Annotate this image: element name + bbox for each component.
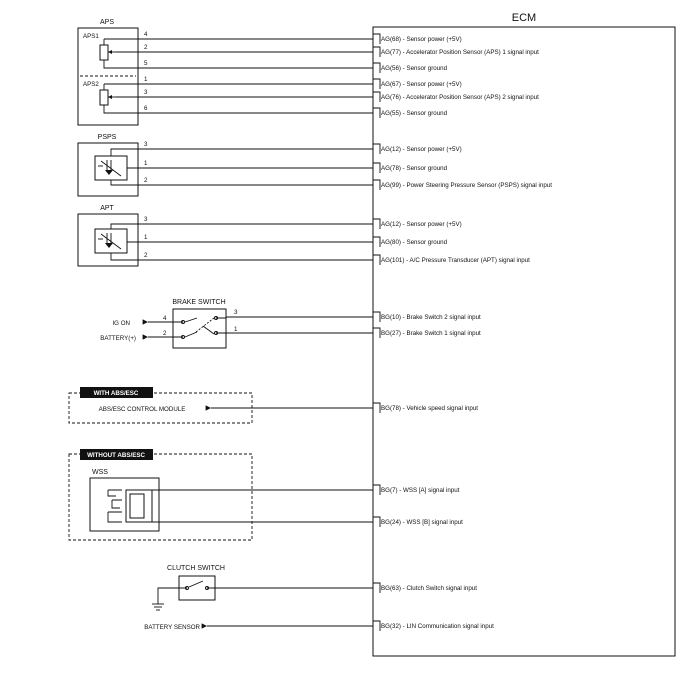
clutch-switch-icon bbox=[185, 580, 209, 590]
battery-sensor-label: BATTERY SENSOR bbox=[144, 624, 200, 631]
aps-pin-2: 2 bbox=[144, 44, 148, 51]
aps-box bbox=[77, 27, 139, 126]
ecm-pin-stub bbox=[373, 516, 381, 527]
aps-pin-1: 4 bbox=[144, 31, 148, 38]
ig-on-label: IG ON bbox=[112, 320, 130, 327]
brake-switch-section: BRAKE SWITCH IG ON BATTERY(+) 4 2 3 1 bbox=[100, 299, 373, 349]
ecm-pin-stub bbox=[373, 91, 381, 102]
ecm-pin-stub bbox=[373, 107, 381, 118]
ecm-pin-stub bbox=[373, 254, 381, 265]
ecm-pin-stub bbox=[373, 327, 381, 338]
wss-sensor-icon bbox=[107, 489, 153, 523]
aps-section: APS APS1 APS2 4 2 5 1 bbox=[77, 19, 373, 126]
aps-title: APS bbox=[100, 19, 114, 26]
ecm-signal-label: BG(24) - WSS [B] signal input bbox=[381, 519, 463, 526]
ecm-pin-stub bbox=[373, 162, 381, 173]
ecm-pin-stub bbox=[373, 33, 381, 44]
aps2-label: APS2 bbox=[83, 81, 99, 88]
psps-section: PSPS 3 1 2 bbox=[77, 134, 373, 197]
ecm-pin-stub bbox=[373, 236, 381, 247]
apt-pin-1: 3 bbox=[144, 216, 148, 223]
with-abs-badge bbox=[80, 387, 153, 398]
brake-right-pin-2: 1 bbox=[234, 326, 238, 333]
pressure-sensor-icon bbox=[94, 155, 128, 181]
apt-pin-3: 2 bbox=[144, 252, 148, 259]
ground-icon bbox=[152, 603, 164, 611]
ecm-signal-label: BG(27) - Brake Switch 1 signal input bbox=[381, 330, 481, 337]
wss-title: WSS bbox=[92, 469, 108, 476]
brake-right-pin-1: 3 bbox=[234, 309, 238, 316]
wss-box bbox=[89, 477, 160, 532]
with-abs-section: WITH ABS/ESC ABS/ESC CONTROL MODULE bbox=[68, 387, 373, 424]
ecm-pin-stub bbox=[373, 62, 381, 73]
ecm-signal-label: BG(10) - Brake Switch 2 signal input bbox=[381, 314, 481, 321]
ecm-signal-label: AG(67) - Sensor power (+5V) bbox=[381, 81, 462, 88]
ecm-box bbox=[372, 26, 676, 657]
ecm-title: ECM bbox=[512, 12, 536, 24]
apt-pin-2: 1 bbox=[144, 234, 148, 241]
apt-title: APT bbox=[100, 205, 114, 212]
abs-module-label: ABS/ESC CONTROL MODULE bbox=[99, 406, 186, 413]
ecm-signal-label: AG(68) - Sensor power (+5V) bbox=[381, 36, 462, 43]
psps-pin-1: 3 bbox=[144, 141, 148, 148]
aps2-potentiometer-icon bbox=[99, 83, 138, 114]
psps-pin-2: 1 bbox=[144, 160, 148, 167]
aps-pin-4: 1 bbox=[144, 76, 148, 83]
without-abs-badge-text: WITHOUT ABS/ESC bbox=[87, 452, 145, 459]
ecm-signal-label: AG(12) - Sensor power (+5V) bbox=[381, 146, 462, 153]
ecm-pin-stub bbox=[373, 143, 381, 154]
ecm-signal-label: AG(80) - Sensor ground bbox=[381, 239, 448, 246]
ecm-pin-stub bbox=[373, 46, 381, 57]
ecm-signal-label: BG(63) - Clutch Switch signal input bbox=[381, 585, 477, 592]
psps-box bbox=[77, 142, 139, 197]
ecm-connector-pins: AG(68) - Sensor power (+5V) AG(77) - Acce… bbox=[373, 33, 552, 631]
ecm-signal-label: BG(78) - Vehicle speed signal input bbox=[381, 405, 478, 412]
ecm-signal-label: AG(56) - Sensor ground bbox=[381, 65, 448, 72]
ecm-signal-label: AG(76) - Accelerator Position Sensor (AP… bbox=[381, 94, 539, 101]
without-abs-section: WITHOUT ABS/ESC WSS bbox=[68, 449, 373, 541]
aps1-potentiometer-icon bbox=[99, 38, 138, 69]
psps-pin-3: 2 bbox=[144, 177, 148, 184]
aps-pin-6: 6 bbox=[144, 105, 148, 112]
ecm-signal-label: AG(12) - Sensor power (+5V) bbox=[381, 221, 462, 228]
ecm-signal-label: AG(101) - A/C Pressure Transducer (APT) … bbox=[381, 257, 530, 264]
aps-pin-5: 3 bbox=[144, 89, 148, 96]
ecm-pin-stub bbox=[373, 179, 381, 190]
ecm-signal-label: AG(77) - Accelerator Position Sensor (AP… bbox=[381, 49, 539, 56]
brake-switch-icon bbox=[181, 316, 218, 339]
ecm-signal-label: BG(32) - LIN Communication signal input bbox=[381, 623, 494, 630]
ecm-pin-stub bbox=[373, 78, 381, 89]
ecm-pin-stub bbox=[373, 311, 381, 322]
brake-left-pin-2: 2 bbox=[163, 330, 167, 337]
with-abs-badge-text: WITH ABS/ESC bbox=[94, 390, 139, 397]
brake-switch-title: BRAKE SWITCH bbox=[172, 299, 225, 306]
battery-plus-label: BATTERY(+) bbox=[100, 335, 136, 342]
aps-pin-3: 5 bbox=[144, 60, 148, 67]
ecm-pin-stub bbox=[373, 402, 381, 413]
ecm-pin-stub bbox=[373, 218, 381, 229]
without-abs-dashed-box bbox=[68, 453, 253, 541]
ecm-signal-label: AG(78) - Sensor ground bbox=[381, 165, 448, 172]
battery-sensor-section: BATTERY SENSOR bbox=[144, 623, 373, 631]
ecm-pin-stub bbox=[373, 582, 381, 593]
brake-switch-box bbox=[172, 308, 227, 349]
clutch-switch-section: CLUTCH SWITCH bbox=[152, 565, 373, 611]
without-abs-badge bbox=[80, 449, 153, 460]
ecm-signal-label: AG(99) - Power Steering Pressure Sensor … bbox=[381, 182, 552, 189]
apt-section: APT 3 1 2 bbox=[77, 205, 373, 267]
ecm-pin-stub bbox=[373, 484, 381, 495]
psps-title: PSPS bbox=[98, 134, 117, 141]
brake-left-pin-1: 4 bbox=[163, 315, 167, 322]
apt-box bbox=[77, 213, 139, 267]
ecm-signal-label: BG(7) - WSS [A] signal input bbox=[381, 487, 460, 494]
aps1-label: APS1 bbox=[83, 33, 99, 40]
ecm-signal-label: AG(55) - Sensor ground bbox=[381, 110, 448, 117]
pressure-transducer-icon bbox=[94, 228, 128, 254]
clutch-switch-title: CLUTCH SWITCH bbox=[167, 565, 225, 572]
ecm-pin-stub bbox=[373, 620, 381, 631]
